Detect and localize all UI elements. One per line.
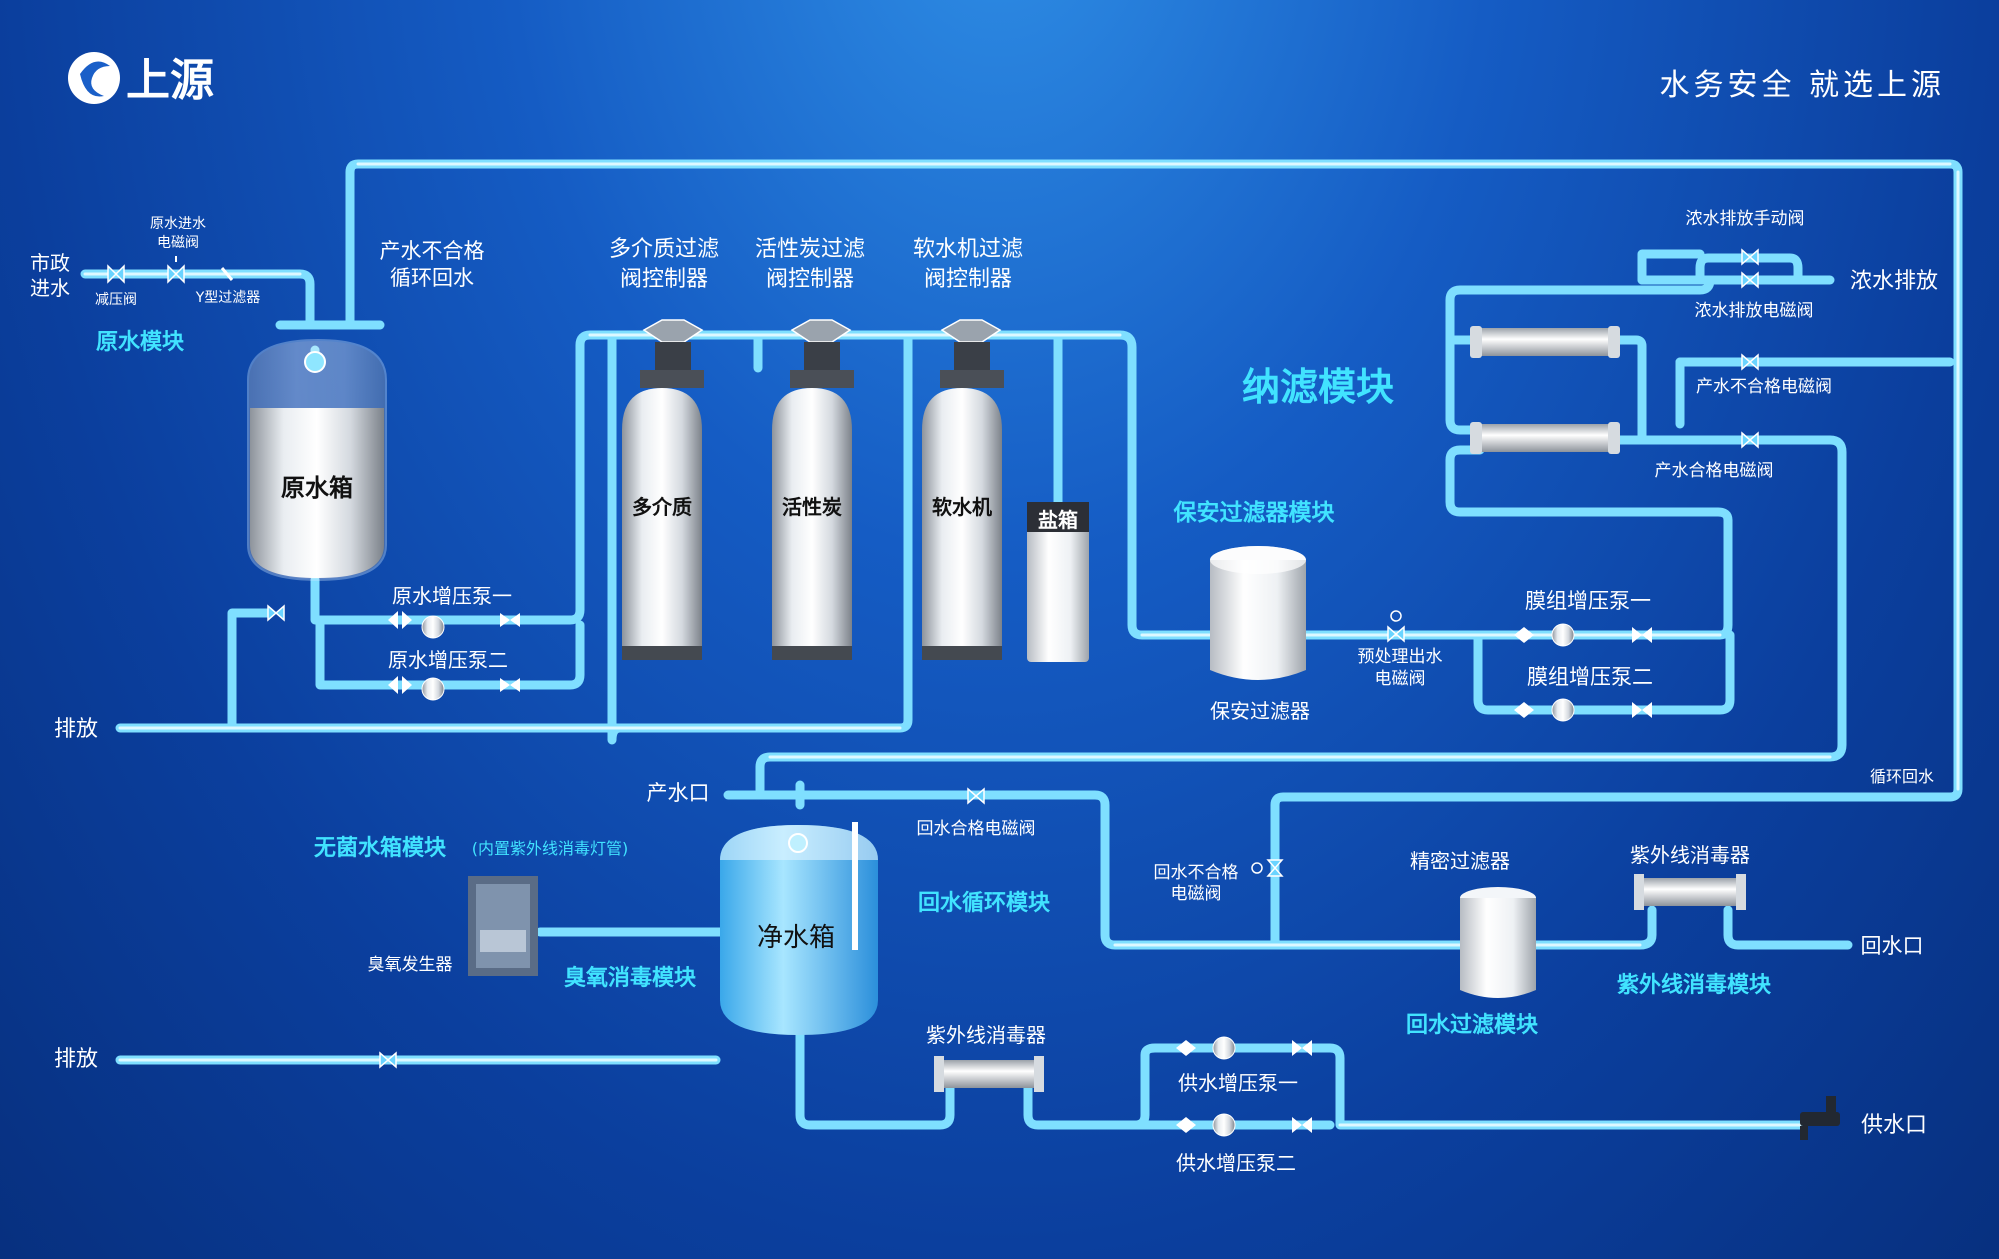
pressure-reducing-valve-icon[interactable]	[107, 264, 125, 284]
unqualified-label: 产水不合格	[380, 239, 485, 263]
return-ok-valve-label: 回水合格电磁阀	[917, 819, 1036, 839]
spray-head-icon	[304, 351, 326, 373]
carbon-filter-tank: 活性炭	[772, 319, 854, 660]
security-filter	[1210, 546, 1306, 680]
raw-pump-2-label: 原水增压泵二	[388, 648, 508, 672]
conc-solenoid-label: 浓水排放电磁阀	[1695, 301, 1814, 321]
faucet-icon[interactable]	[1800, 1096, 1840, 1140]
controller-1-label: 多介质过滤	[609, 237, 719, 262]
controller-2-label-2: 阀控制器	[766, 267, 854, 292]
nano-module-label: 纳滤模块	[1242, 365, 1394, 409]
security-module-label: 保安过滤器模块	[1173, 499, 1335, 526]
uv-sterilizer-2-label: 紫外线消毒器	[926, 1023, 1046, 1047]
pipe-highlights	[83, 162, 1960, 1127]
precision-filter	[1460, 887, 1536, 998]
return-ok-valve-icon[interactable]	[967, 787, 985, 805]
membrane-pump-2-icon[interactable]	[1514, 698, 1652, 722]
supply-pump-2-label: 供水增压泵二	[1176, 1151, 1296, 1175]
security-filter-label: 保安过滤器	[1210, 699, 1310, 723]
multimedia-filter-tank: 多介质	[622, 319, 704, 660]
conc-manual-label: 浓水排放手动阀	[1686, 209, 1805, 229]
raw-module-label: 原水模块	[96, 330, 185, 355]
supply-pump-1-icon[interactable]	[1176, 1036, 1312, 1060]
supply-port-label: 供水口	[1861, 1113, 1927, 1138]
raw-tank-label: 原水箱	[281, 474, 353, 502]
pretreat-solenoid-valve-icon[interactable]	[1387, 610, 1405, 643]
prod-bad-valve-label: 产水不合格电磁阀	[1696, 377, 1832, 397]
conc-drain-label: 浓水排放	[1850, 269, 1938, 294]
cycle-return-label: 循环回水	[1870, 767, 1934, 786]
product-outlet-label: 产水口	[647, 781, 710, 805]
city-water-label: 市政	[30, 251, 70, 275]
raw-water-tank: 原水箱	[247, 338, 387, 582]
brand-logo: 上源	[68, 52, 214, 106]
uv-sterilizer-1	[1634, 874, 1746, 910]
salt-tank: 盐箱	[1027, 502, 1089, 662]
prod-good-valve-label: 产水合格电磁阀	[1655, 461, 1774, 481]
pretreat-valve-label-2: 电磁阀	[1375, 669, 1426, 689]
raw-pump-1-icon[interactable]	[388, 611, 520, 639]
uv-sterilizer-label: 紫外线消毒器	[1630, 843, 1750, 867]
membrane-pump-2-label: 膜组增压泵二	[1527, 665, 1653, 689]
controller-3-label-2: 阀控制器	[924, 267, 1012, 292]
return-port-label: 回水口	[1861, 934, 1924, 958]
return-filter-module-label: 回水过滤模块	[1406, 1013, 1539, 1038]
inlet-solenoid-valve-icon[interactable]	[167, 256, 185, 284]
clean-water-tank: 净水箱	[720, 822, 878, 1035]
y-strainer-icon	[220, 267, 234, 281]
raw-pump-2-icon[interactable]	[388, 676, 520, 701]
city-water-label-2: 进水	[30, 276, 70, 300]
membrane-pump-1-label: 膜组增压泵一	[1525, 589, 1651, 613]
nanofiltration-membrane-2	[1470, 422, 1620, 454]
drain-label-2: 排放	[54, 1047, 98, 1072]
ozone-generator-label: 臭氧发生器	[368, 955, 453, 975]
sterile-module-label: 无菌水箱模块	[314, 835, 447, 861]
controller-3-label: 软水机过滤	[913, 237, 1023, 262]
salt-label: 盐箱	[1038, 508, 1078, 532]
slogan: 水务安全 就选上源	[1659, 68, 1945, 103]
logo-icon	[68, 52, 120, 104]
inlet-valve-label: 原水进水	[150, 216, 206, 232]
multimedia-label: 多介质	[632, 495, 692, 519]
return-bad-valve-label-2: 电磁阀	[1171, 884, 1222, 904]
nanofiltration-membrane-1	[1470, 326, 1620, 358]
uv-lamp-icon	[852, 822, 858, 950]
brand-name: 上源	[126, 55, 214, 106]
raw-pump-1-label: 原水增压泵一	[392, 584, 512, 608]
pipe-network	[80, 159, 1963, 1130]
inlet-valve-label-2: 电磁阀	[157, 235, 199, 251]
return-bad-valve-icon[interactable]	[1251, 859, 1284, 877]
controller-1-label-2: 阀控制器	[620, 267, 708, 292]
conc-manual-valve-icon[interactable]	[1741, 248, 1759, 266]
pressure-valve-label: 减压阀	[95, 292, 137, 308]
ozone-module-label: 臭氧消毒模块	[564, 965, 697, 991]
softener-tank: 软水机	[922, 319, 1004, 660]
drain-valve-icon-2[interactable]	[379, 1051, 397, 1069]
unqualified-label-2: 循环回水	[390, 266, 474, 290]
pretreat-valve-label: 预处理出水	[1358, 647, 1443, 667]
drain-label: 排放	[54, 717, 98, 742]
membrane-pump-1-icon[interactable]	[1514, 623, 1652, 647]
return-bad-valve-label: 回水不合格	[1154, 863, 1239, 883]
uv-sterilizer-2	[934, 1056, 1044, 1092]
precision-filter-label: 精密过滤器	[1410, 849, 1510, 873]
spray-head-icon-2	[788, 833, 808, 853]
carbon-label: 活性炭	[782, 495, 842, 519]
supply-pump-2-icon[interactable]	[1176, 1113, 1312, 1137]
conc-solenoid-valve-icon[interactable]	[1741, 271, 1759, 289]
y-filter-label: Y型过滤器	[195, 290, 261, 306]
uv-module-label: 紫外线消毒模块	[1617, 972, 1772, 998]
drain-valve-icon[interactable]	[267, 604, 285, 622]
return-cycle-module-label: 回水循环模块	[918, 890, 1051, 916]
softener-label: 软水机	[932, 495, 992, 519]
sterile-module-note: (内置紫外线消毒灯管)	[472, 839, 629, 858]
prod-good-valve-icon[interactable]	[1741, 431, 1759, 449]
clean-tank-label: 净水箱	[757, 923, 835, 953]
supply-pump-1-label: 供水增压泵一	[1178, 1071, 1298, 1095]
ozone-generator	[468, 876, 538, 976]
prod-bad-valve-icon[interactable]	[1741, 353, 1759, 371]
controller-2-label: 活性炭过滤	[755, 237, 865, 262]
